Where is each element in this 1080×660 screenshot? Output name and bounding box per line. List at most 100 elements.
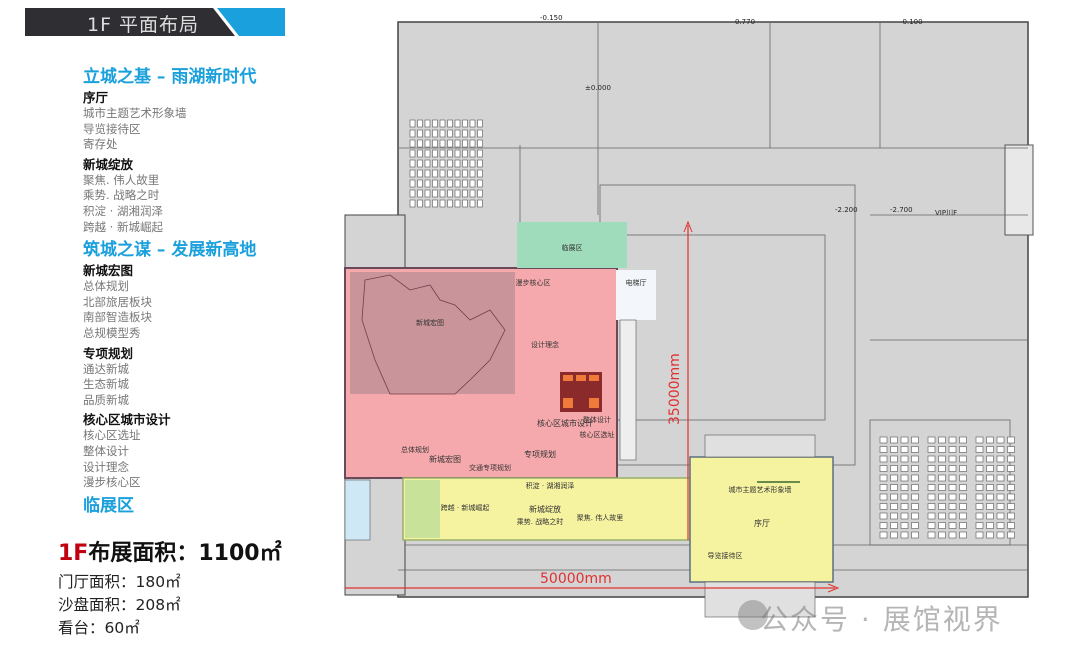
seat [454, 179, 461, 188]
seat [1007, 446, 1015, 453]
seat [409, 199, 416, 208]
list-item: 寄存处 [83, 137, 118, 152]
seat [927, 465, 936, 472]
list-item: 设计理念 [83, 459, 129, 474]
seat [477, 129, 483, 138]
label-hongtu: 新城宏图 [416, 318, 444, 327]
seat [890, 522, 898, 529]
seat [996, 484, 1005, 491]
seat [927, 484, 936, 491]
seat [938, 436, 946, 444]
seat [911, 522, 919, 529]
seat [948, 531, 957, 539]
seat [986, 446, 994, 453]
seat [927, 436, 936, 444]
seat [432, 179, 438, 188]
label-zhuanxiang: 专项规划 [524, 449, 556, 459]
seat [975, 522, 984, 529]
group-title: 序厅 [83, 90, 109, 105]
seat [975, 493, 984, 501]
seat [996, 436, 1005, 444]
seat [911, 474, 919, 482]
list-item: 乘势. 战略之时 [83, 188, 160, 203]
seat [900, 474, 909, 482]
seat [417, 139, 423, 148]
map-area [350, 272, 515, 394]
seat [469, 159, 476, 168]
list-item: 品质新城 [83, 392, 129, 407]
seat [409, 129, 416, 138]
label-daolan: 导览接待区 [708, 551, 743, 560]
level-mark: VIP川F [935, 209, 957, 217]
seat [1007, 522, 1015, 529]
list-item: 聚焦. 伟人故里 [83, 172, 160, 187]
seat [417, 199, 423, 208]
restroom [344, 479, 371, 541]
seat [986, 436, 994, 444]
label-sheji: 设计理念 [531, 340, 559, 349]
seat [439, 119, 446, 128]
seat [462, 139, 468, 148]
seat [975, 436, 984, 444]
seat [938, 493, 946, 501]
label-kuayue: 跨越 · 新城崛起 [441, 503, 490, 512]
seat [927, 531, 936, 539]
group-title: 新城绽放 [83, 156, 134, 172]
seat [447, 119, 453, 128]
label-dianti: 电梯厅 [626, 278, 647, 287]
label-zhanfang: 新城绽放 [529, 504, 561, 514]
seat [879, 512, 888, 520]
level-mark: -2.700 [890, 206, 913, 214]
seat [948, 512, 957, 520]
seat [469, 169, 476, 178]
seat [948, 474, 957, 482]
seat [1007, 493, 1015, 501]
seat [900, 512, 909, 520]
exhibit-outline: 立城之基 – 雨湖新时代 序厅 城市主题艺术形象墙 导览接待区 寄存处 新城绽放… [83, 64, 303, 517]
seat [959, 512, 967, 520]
seat [938, 484, 946, 491]
seat [986, 493, 994, 501]
seat [454, 189, 461, 198]
city-boundary [361, 274, 506, 395]
total-area: 1F布展面积：1100㎡ [58, 535, 282, 567]
seat [424, 189, 431, 198]
seat [938, 474, 946, 482]
seat [1007, 503, 1015, 510]
lobby-area: 门厅面积：180㎡ [58, 573, 181, 591]
seat [477, 159, 483, 168]
seat [996, 531, 1005, 539]
arrow-up-icon [683, 220, 693, 233]
level-mark: 0.770 [735, 18, 755, 26]
seat [447, 129, 453, 138]
seat [1007, 474, 1015, 482]
seat [938, 503, 946, 510]
watermark: 公众号 · 展馆视界 [760, 603, 1003, 636]
seat [927, 522, 936, 529]
stand-area: 看台：60㎡ [58, 619, 140, 637]
seat [462, 179, 468, 188]
seat [439, 169, 446, 178]
seat [996, 455, 1005, 463]
wechat-icon [738, 600, 768, 630]
group-title: 核心区城市设计 [83, 412, 171, 428]
seat [890, 512, 898, 520]
seat [1007, 531, 1015, 539]
list-item: 积淀 · 湖湘润泽 [83, 203, 163, 218]
list-item: 跨越 · 新城崛起 [83, 219, 163, 234]
seat [900, 493, 909, 501]
seat [927, 503, 936, 510]
seat [409, 169, 416, 178]
list-item: 北部旅居板块 [83, 294, 152, 309]
group-title: 新城宏图 [83, 263, 134, 279]
zone-xincheng-zhanfang [402, 477, 691, 541]
seat [879, 493, 888, 501]
seat [927, 446, 936, 453]
seat [890, 446, 898, 453]
seat [890, 484, 898, 491]
label-xuanzhi: 核心区选址 [580, 430, 615, 439]
label-manbu: 漫步核心区 [516, 278, 551, 287]
seat [417, 119, 423, 128]
list-item: 漫步核心区 [83, 475, 141, 490]
seat [911, 455, 919, 463]
